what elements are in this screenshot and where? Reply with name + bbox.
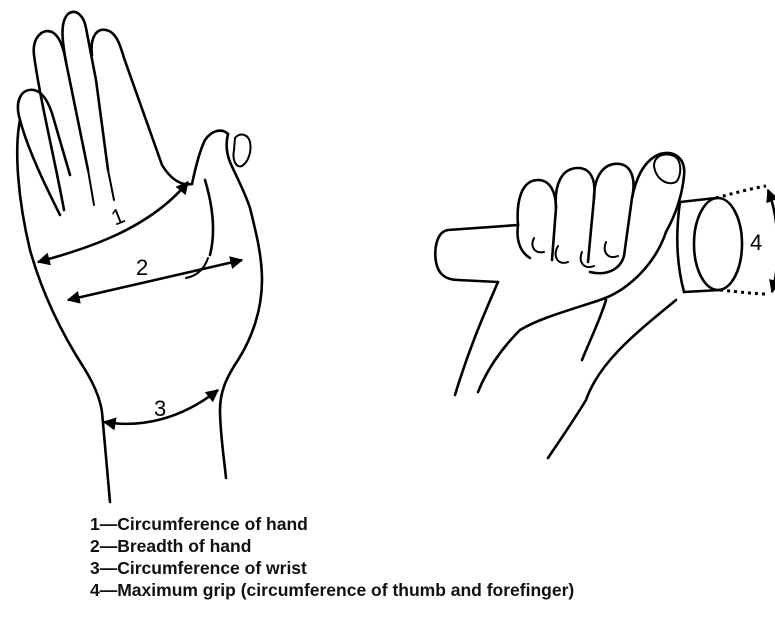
hand-breadth-arrow bbox=[68, 260, 242, 300]
grip-dotted-bottom bbox=[720, 290, 768, 294]
max-grip-arrow bbox=[768, 190, 775, 292]
label-2: 2 bbox=[136, 255, 148, 280]
gripping-hand-drawing bbox=[435, 153, 742, 458]
legend-item-3: 3—Circumference of wrist bbox=[90, 557, 574, 579]
label-3: 3 bbox=[154, 396, 166, 421]
grip-dotted-top bbox=[716, 186, 766, 198]
legend-item-1: 1—Circumference of hand bbox=[90, 513, 574, 535]
legend-item-2: 2—Breadth of hand bbox=[90, 535, 574, 557]
illustration: 1 2 3 4 bbox=[0, 0, 775, 510]
legend: 1—Circumference of hand 2—Breadth of han… bbox=[90, 513, 574, 601]
legend-item-4: 4—Maximum grip (circumference of thumb a… bbox=[90, 579, 574, 601]
label-1: 1 bbox=[108, 203, 129, 231]
label-4: 4 bbox=[750, 230, 762, 255]
